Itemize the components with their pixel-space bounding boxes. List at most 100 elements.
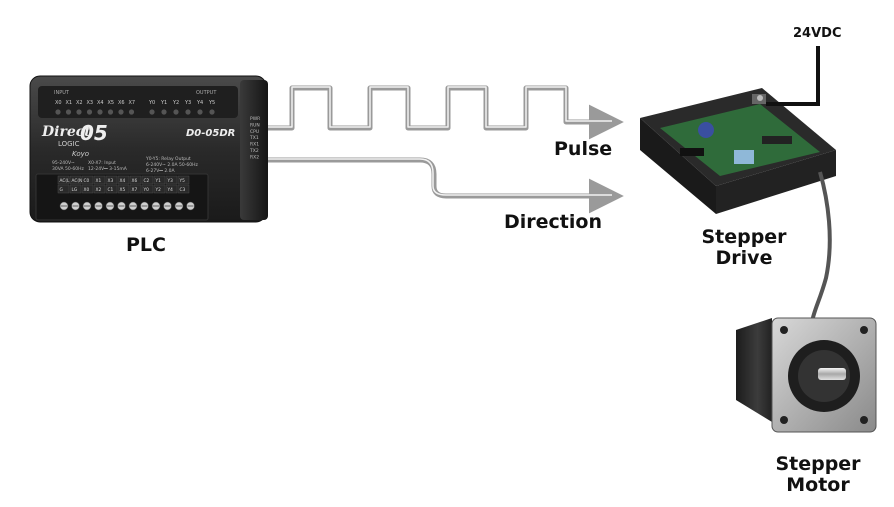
supply-label: 24VDC: [793, 26, 842, 41]
terminal-cell: [129, 184, 142, 194]
terminal-label: C1: [108, 187, 114, 193]
terminal-cell: [105, 184, 118, 194]
input-led: [76, 109, 82, 115]
spec-line: X0-X7: Input: [88, 160, 116, 166]
plc-terminal-screws: [59, 201, 195, 211]
input-led: [55, 109, 61, 115]
status-led-label: CPU: [250, 129, 259, 135]
terminal-cell: [153, 184, 166, 194]
terminal-label: Y4: [167, 187, 174, 193]
terminal-label: AC(N): [72, 178, 85, 184]
pulse-label: Pulse: [554, 138, 613, 160]
output-led: [185, 109, 191, 115]
terminal-cell: [177, 175, 190, 185]
terminal-cell: [117, 184, 130, 194]
plc-output-leds: Y0 Y1 Y2 Y3 Y4 Y5: [148, 100, 215, 115]
spec-line: Y0-Y5: Relay Output: [145, 156, 191, 162]
terminal-cell: [153, 175, 166, 185]
terminal-cell: [177, 184, 190, 194]
status-led-label: TX1: [249, 135, 259, 141]
input-led: [65, 109, 72, 115]
terminal-label: X6: [132, 178, 138, 184]
input-led: [97, 109, 103, 115]
terminal-cell: [141, 184, 154, 194]
spec-line: 12-24V⎓ 3-15mA: [88, 166, 128, 172]
terminal-cell: [57, 184, 70, 194]
terminal-cell: [93, 184, 106, 194]
terminal-cell: [165, 175, 178, 185]
input-led-label: X1: [66, 100, 73, 106]
terminal-label: Y3: [167, 178, 174, 184]
input-led: [107, 109, 114, 115]
terminal-label: X2: [96, 187, 102, 193]
input-led: [86, 109, 93, 115]
input-led: [128, 109, 135, 115]
input-led-label: X5: [108, 100, 115, 106]
terminal-label: C0: [84, 178, 90, 184]
direction-label: Direction: [504, 211, 602, 233]
status-led-label: RUN: [250, 122, 260, 128]
plc-brand-number: 05: [80, 121, 108, 145]
input-led: [118, 109, 124, 115]
output-led: [161, 109, 167, 115]
plc-spec-power: 95-240V~30VA 50-60Hz: [52, 160, 84, 172]
plc-output-tag: OUTPUT: [196, 90, 217, 96]
plc-brand: Direct: [41, 124, 91, 140]
motor-cable: [810, 171, 832, 323]
terminal-label: AC(L): [60, 178, 72, 184]
plc-model: D0-05DR: [186, 128, 235, 139]
terminal-label: C3: [180, 187, 186, 193]
spec-line: 6-240V~ 2.0A 50-60Hz: [146, 162, 198, 168]
plc-input-tag: INPUT: [54, 90, 70, 96]
terminal-label: X5: [120, 187, 126, 193]
terminal-cell: [117, 175, 130, 185]
output-led-label: Y2: [172, 100, 179, 106]
terminal-label: LG: [72, 187, 78, 193]
status-led-label: RX1: [250, 142, 259, 148]
status-led-label: PWR: [250, 116, 260, 122]
pulse-wire-highlight: [268, 86, 612, 128]
terminal-label: X7: [132, 187, 138, 193]
terminal-cell: [165, 184, 178, 194]
terminal-label: Y0: [143, 187, 150, 193]
stepper-drive-label-line1: Stepper: [701, 226, 787, 248]
direction-wire-highlight: [268, 158, 612, 196]
output-led-label: Y0: [148, 100, 155, 106]
input-led-label: X4: [97, 100, 104, 106]
terminal-label: X1: [96, 178, 102, 184]
input-led-label: X6: [118, 100, 125, 106]
terminal-cell: [93, 175, 106, 185]
output-led-label: Y3: [184, 100, 191, 106]
terminal-cell: [105, 175, 118, 185]
plc-brand-logic: LOGIC: [58, 140, 80, 148]
terminal-label: C2: [144, 178, 150, 184]
terminal-cell: [69, 184, 82, 194]
terminal-label: X0: [84, 187, 90, 193]
terminal-cell: [129, 175, 142, 185]
stepper-motor: [736, 317, 877, 433]
output-led: [209, 109, 215, 115]
stepper-drive: [640, 88, 836, 214]
spec-line: 95-240V~: [52, 160, 75, 166]
input-led-label: X3: [87, 100, 94, 106]
spec-line: 30VA 50-60Hz: [52, 166, 84, 172]
terminal-label: X3: [108, 178, 114, 184]
plc-maker: Koyo: [72, 150, 89, 158]
terminal-cell: [81, 175, 94, 185]
output-led-label: Y5: [208, 100, 215, 106]
output-led-label: Y4: [196, 100, 203, 106]
terminal-cell: [141, 175, 154, 185]
supply-wire: [766, 46, 820, 106]
terminal-label: X4: [120, 178, 126, 184]
stepper-motor-label: Stepper Motor: [760, 454, 876, 496]
output-led-label: Y1: [160, 100, 167, 106]
input-led-label: X0: [55, 100, 62, 106]
status-led-label: TX2: [249, 148, 259, 154]
